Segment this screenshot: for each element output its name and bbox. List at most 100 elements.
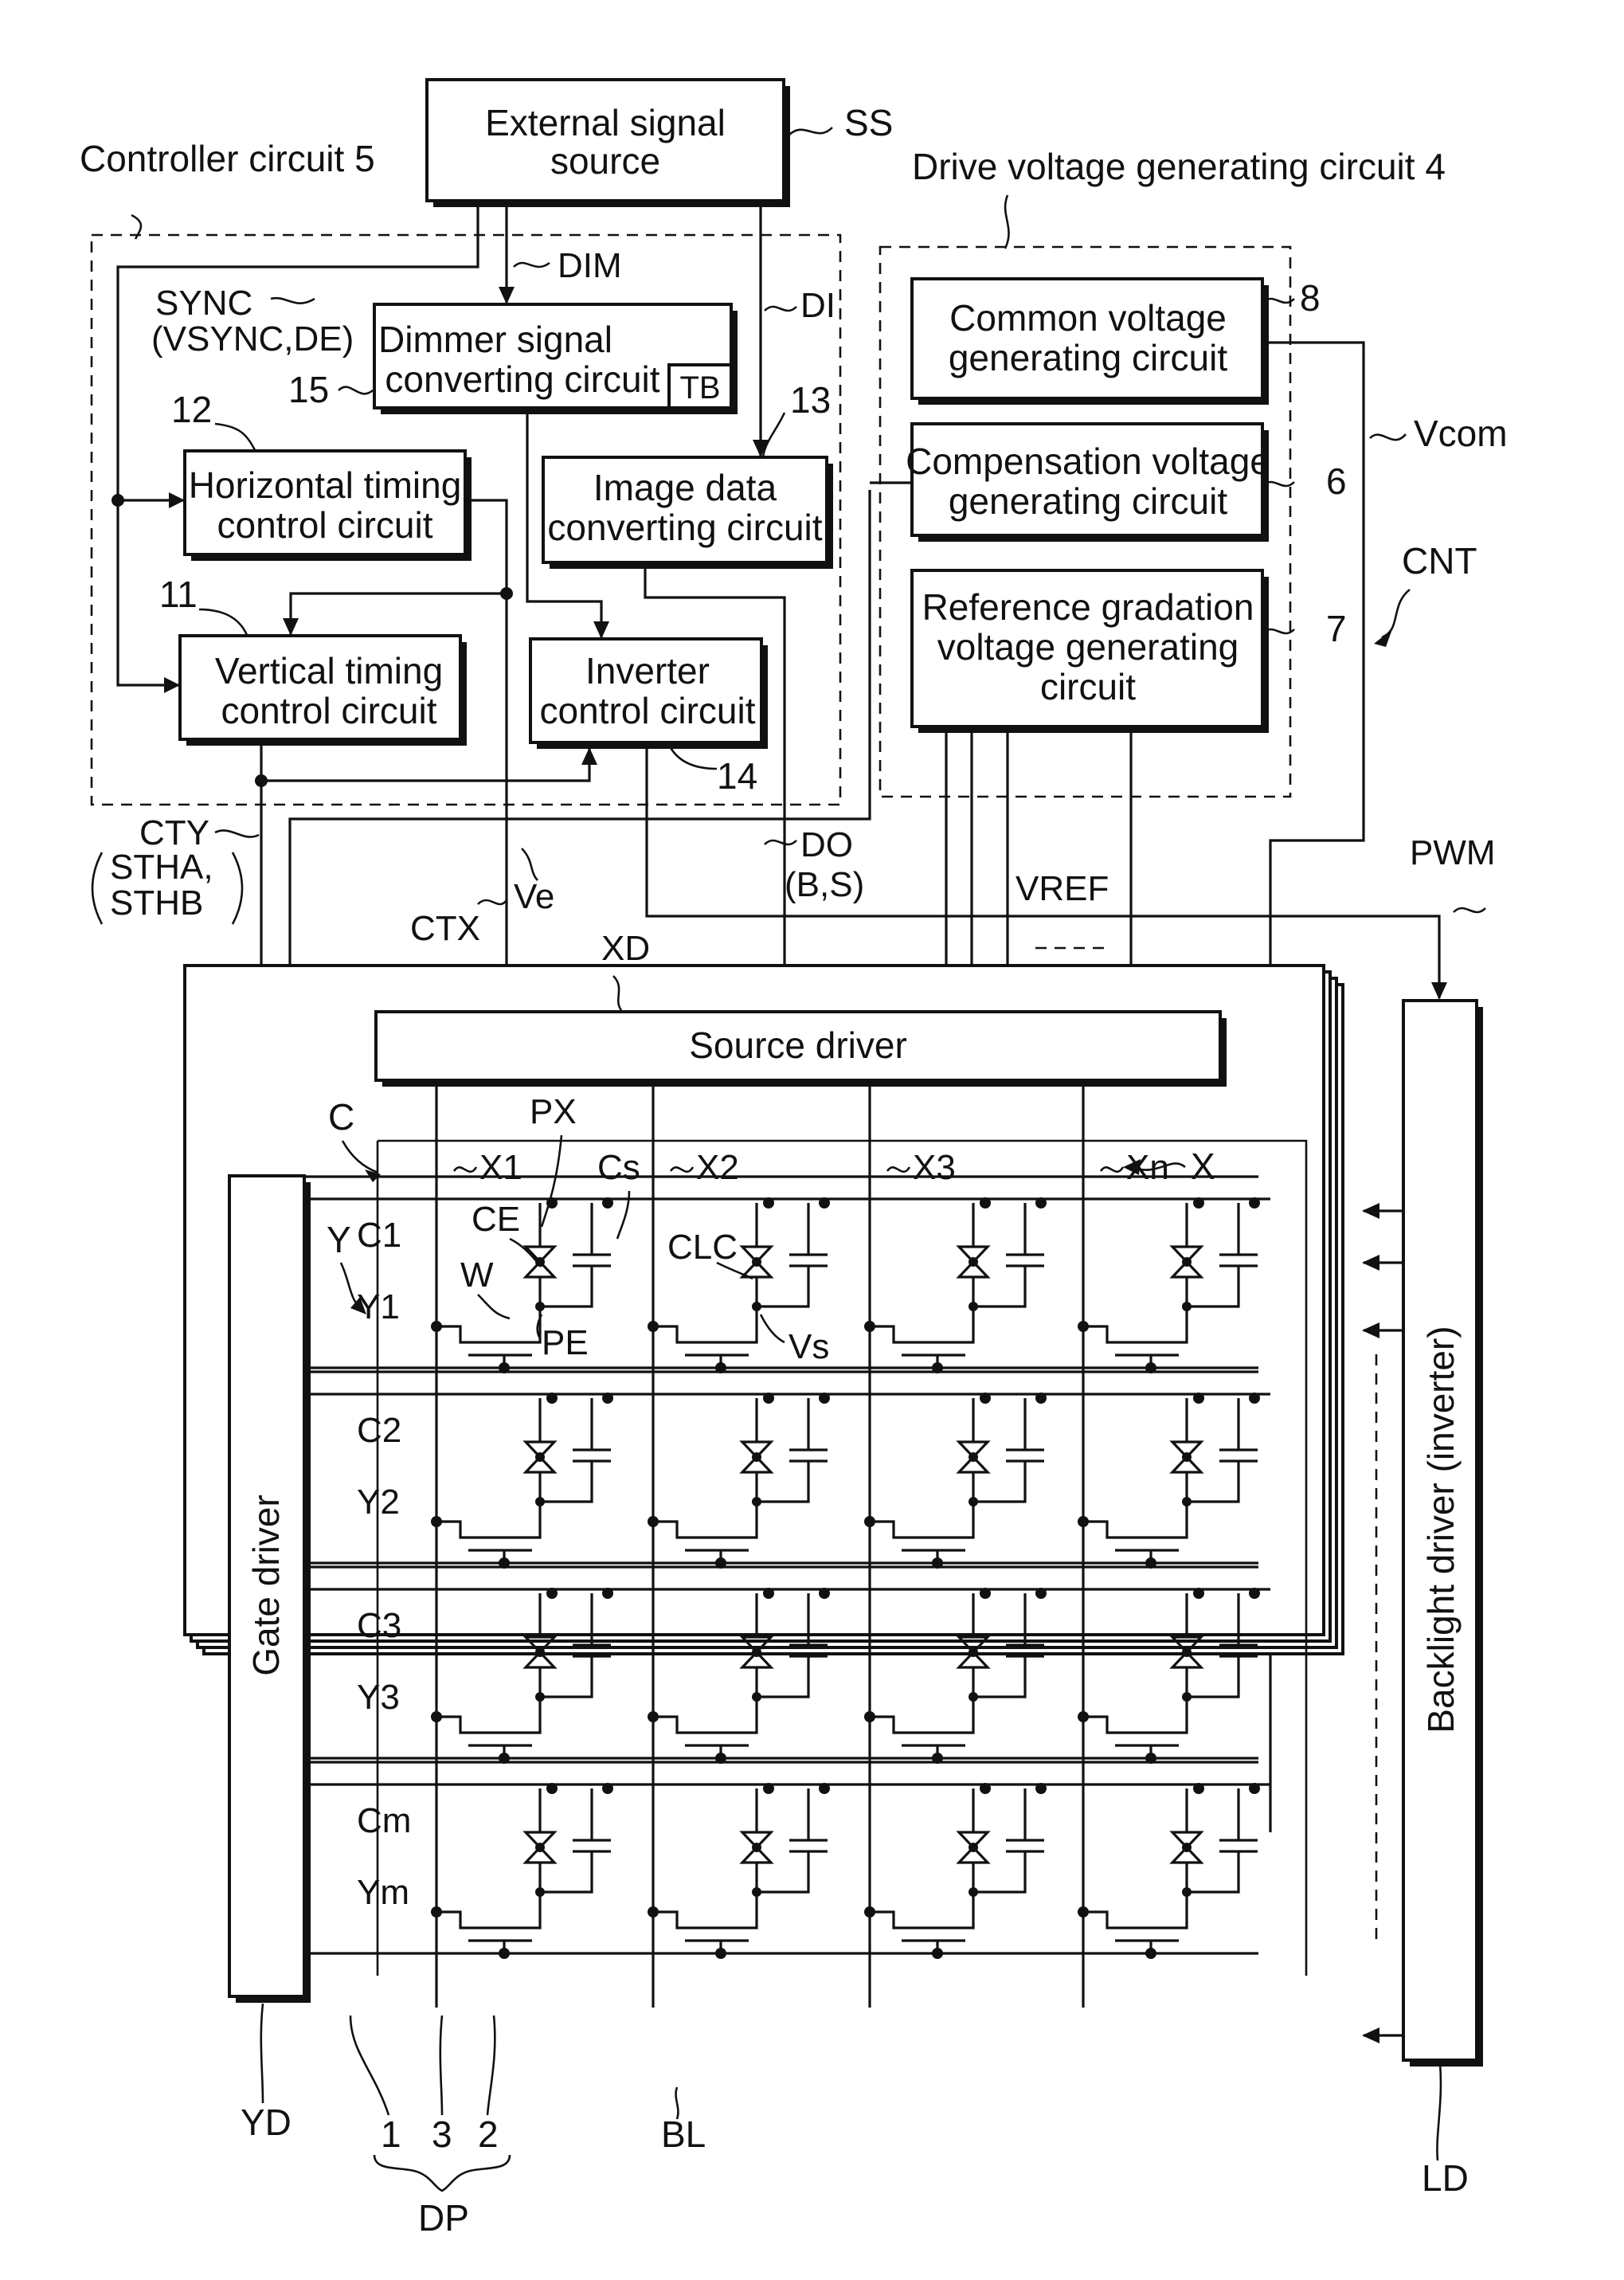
common-voltage-line1: Common voltage	[949, 297, 1227, 339]
reference-gradation-line3: circuit	[1040, 666, 1136, 707]
cap-line-node	[763, 1197, 774, 1209]
storage-capacitor	[1006, 1840, 1044, 1851]
tft-channel	[1083, 1912, 1187, 1928]
lc-centre-node	[535, 1647, 545, 1657]
dimmer-converter-line2: converting circuit	[385, 358, 659, 400]
cap-line-node	[980, 1393, 991, 1404]
storage-capacitor	[1219, 1840, 1258, 1851]
data-line-node	[864, 1516, 875, 1527]
cap-line-node	[1193, 1197, 1204, 1209]
pixel-electrode-node	[969, 1302, 978, 1311]
vtiming-to-inverter-wire	[261, 749, 589, 781]
dimmer-converter-line1: Dimmer signal	[378, 319, 612, 360]
inverter-control-line2: control circuit	[540, 690, 756, 731]
data-line-node	[648, 1321, 659, 1332]
data-line-node	[431, 1711, 442, 1722]
cs-bottom-wire	[757, 1851, 808, 1892]
cap-line-node	[819, 1588, 830, 1599]
lc-centre-node	[1182, 1647, 1192, 1657]
cap-line-node	[763, 1783, 774, 1794]
capacitor-line-label: Cm	[357, 1801, 411, 1840]
h-to-v-wire	[291, 594, 507, 634]
cap-line-node	[1193, 1588, 1204, 1599]
ss-leader	[789, 127, 832, 135]
data-line-node	[864, 1321, 875, 1332]
data-line-node	[1078, 1321, 1089, 1332]
horizontal-timing-line2: control circuit	[217, 504, 433, 546]
pe-label: PE	[542, 1323, 589, 1362]
n15-leader	[338, 387, 373, 394]
cs-bottom-wire	[1187, 1851, 1239, 1892]
pixel-electrode-node	[1182, 1887, 1192, 1897]
cap-line-node	[980, 1783, 991, 1794]
data-line-node	[864, 1711, 875, 1722]
lc-centre-node	[969, 1257, 978, 1267]
data-line-node	[648, 1906, 659, 1918]
drive-voltage-label: Drive voltage generating circuit 4	[912, 146, 1446, 187]
cty-label-1: CTY	[139, 813, 209, 852]
tft-channel	[870, 1912, 973, 1928]
cap-line-node	[1249, 1393, 1260, 1404]
n7-label: 7	[1326, 608, 1347, 649]
common-voltage-line2: generating circuit	[949, 337, 1228, 378]
gate-line-label: Y3	[357, 1678, 400, 1717]
do-label-2: (B,S)	[785, 865, 864, 904]
cap-line-node	[763, 1588, 774, 1599]
do-leader	[765, 840, 796, 844]
n14-label: 14	[717, 755, 757, 797]
tb-label: TB	[679, 370, 720, 405]
n13-label: 13	[790, 379, 831, 421]
n6-label: 6	[1326, 460, 1347, 502]
vertical-timing-line1: Vertical timing	[215, 650, 443, 691]
vertical-timing-block: Vertical timing control circuit	[180, 636, 467, 746]
pixel-electrode-node	[752, 1497, 761, 1506]
pixel-electrode-node	[535, 1497, 545, 1506]
cs-bottom-wire	[1187, 1656, 1239, 1697]
backlight-arrows	[1362, 1203, 1403, 2043]
dim-leader	[514, 263, 550, 267]
data-line-node	[431, 1906, 442, 1918]
tft-channel	[436, 1717, 540, 1733]
di-label: DI	[800, 286, 835, 325]
cap-line-node	[1249, 1783, 1260, 1794]
cap-line-node	[602, 1588, 613, 1599]
data-line-node	[1078, 1516, 1089, 1527]
common-voltage-block: Common voltage generating circuit	[912, 279, 1269, 405]
cap-line-node	[602, 1783, 613, 1794]
controller-circuit-label: Controller circuit 5	[80, 138, 375, 179]
sync-label-1: SYNC	[155, 284, 252, 323]
cap-line-node	[1193, 1783, 1204, 1794]
tft-channel	[1083, 1717, 1187, 1733]
image-data-converter-line2: converting circuit	[547, 507, 822, 548]
cty-label-2: STHA,	[110, 848, 213, 887]
horizontal-timing-line1: Horizontal timing	[189, 464, 462, 506]
cnt-arrow	[1382, 590, 1410, 637]
cap-line-node	[1193, 1393, 1204, 1404]
data-line-node	[648, 1516, 659, 1527]
data-line-node	[1078, 1711, 1089, 1722]
n1-label: 1	[381, 2114, 401, 2155]
inverter-control-line1: Inverter	[585, 650, 710, 691]
n3-leader	[440, 2016, 442, 2115]
data-line-node	[431, 1516, 442, 1527]
lc-centre-node	[535, 1452, 545, 1462]
compensation-voltage-line2: generating circuit	[949, 480, 1228, 522]
source-driver-label: Source driver	[689, 1024, 907, 1066]
bl-label: BL	[661, 2114, 706, 2155]
pwm-leader	[1454, 908, 1485, 912]
cap-line-node	[1035, 1393, 1047, 1404]
compensation-voltage-line1: Compensation voltage	[906, 441, 1270, 482]
do-label-1: DO	[800, 825, 853, 864]
dp-label: DP	[418, 2197, 469, 2239]
y-label: Y	[327, 1219, 351, 1260]
gate-line-node	[932, 1948, 943, 1959]
n2-label: 2	[478, 2114, 499, 2155]
n13-leader	[763, 413, 785, 457]
gate-driver-label: Gate driver	[245, 1495, 287, 1676]
cap-line-node	[602, 1393, 613, 1404]
ss-label: SS	[844, 102, 893, 143]
do-wire	[645, 562, 785, 1012]
cs-bottom-wire	[973, 1656, 1025, 1697]
cap-line-node	[819, 1393, 830, 1404]
n8-label: 8	[1300, 277, 1321, 319]
